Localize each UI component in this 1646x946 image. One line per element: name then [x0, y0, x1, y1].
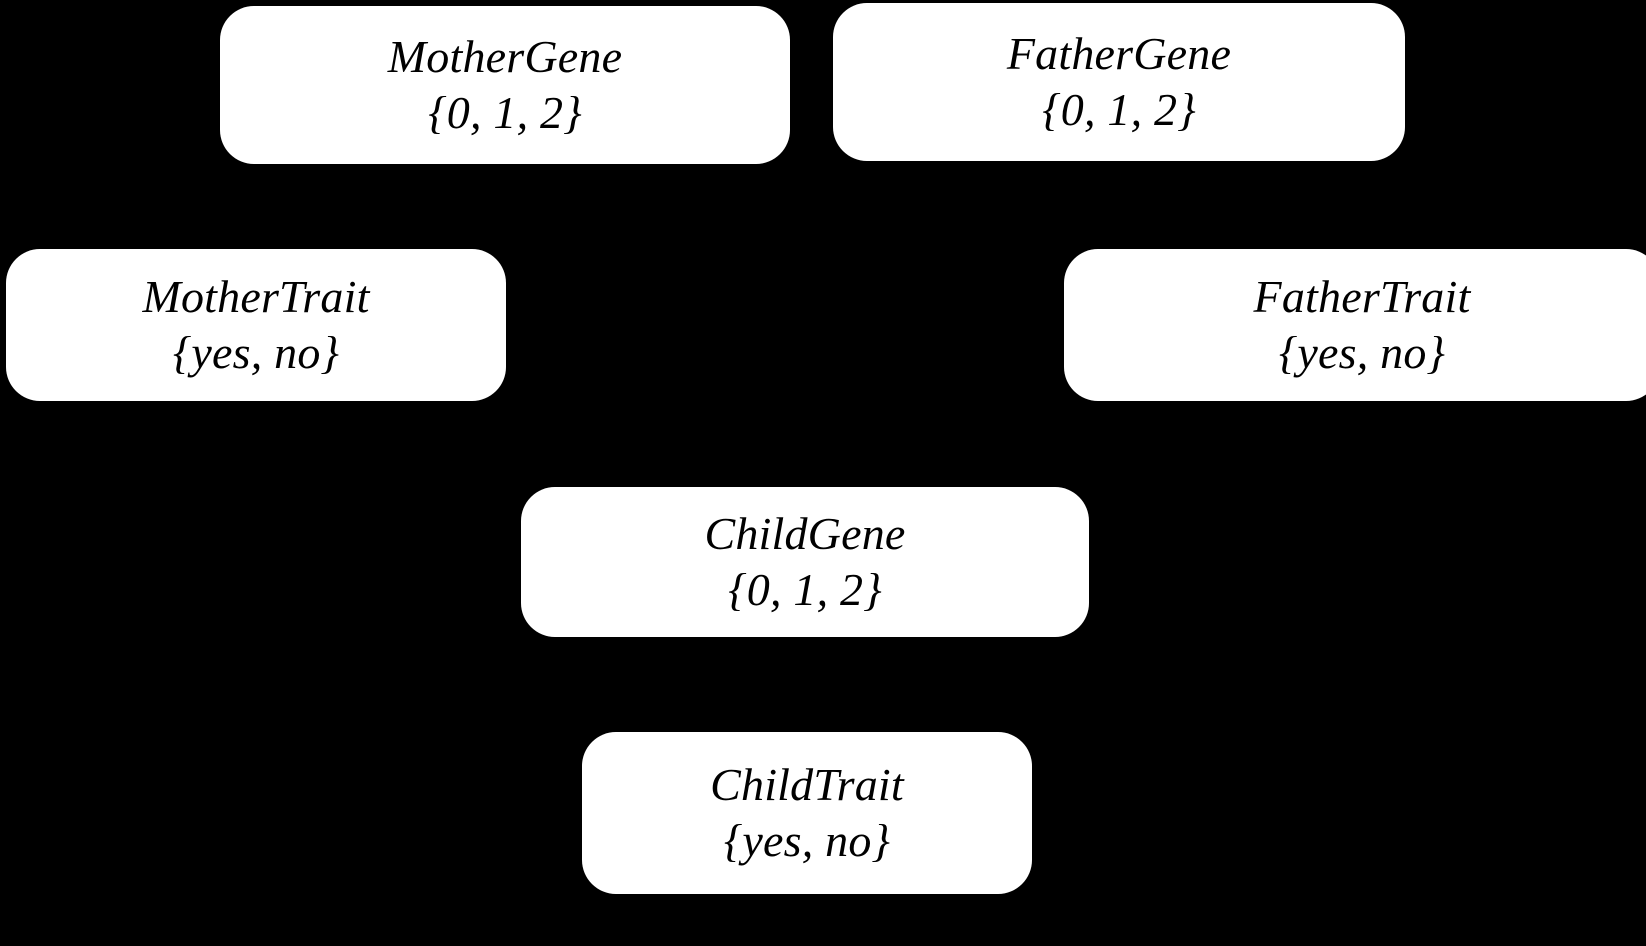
node-child-gene[interactable]: ChildGene {0, 1, 2}	[521, 487, 1089, 637]
node-father-trait-domain: {yes, no}	[1278, 327, 1446, 378]
node-mother-trait-domain: {yes, no}	[172, 327, 340, 378]
node-mother-gene-domain: {0, 1, 2}	[428, 87, 582, 138]
node-father-trait[interactable]: FatherTrait {yes, no}	[1064, 249, 1646, 401]
node-father-gene[interactable]: FatherGene {0, 1, 2}	[833, 3, 1405, 161]
node-mother-trait-label: MotherTrait	[142, 271, 370, 323]
node-child-gene-domain: {0, 1, 2}	[728, 564, 882, 615]
node-mother-gene[interactable]: MotherGene {0, 1, 2}	[220, 6, 790, 164]
node-father-gene-domain: {0, 1, 2}	[1042, 84, 1196, 135]
node-child-trait-domain: {yes, no}	[723, 815, 891, 866]
node-father-trait-label: FatherTrait	[1253, 271, 1471, 323]
node-child-trait-label: ChildTrait	[710, 759, 904, 811]
node-child-trait[interactable]: ChildTrait {yes, no}	[582, 732, 1032, 894]
node-father-gene-label: FatherGene	[1006, 28, 1232, 80]
node-mother-gene-label: MotherGene	[387, 31, 623, 83]
node-mother-trait[interactable]: MotherTrait {yes, no}	[6, 249, 506, 401]
node-child-gene-label: ChildGene	[704, 508, 906, 560]
